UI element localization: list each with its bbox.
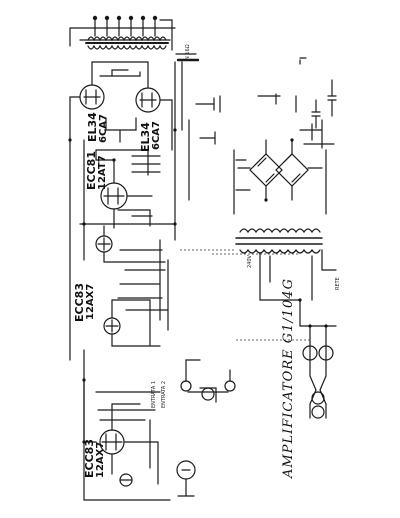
power-right-tube-type: EL34 [139,122,152,152]
input-tube-alt: 12AX7 [95,441,106,478]
input-2-label: ENTRATA 2 [161,380,167,408]
driver-tube-type: ECC81 [85,151,98,190]
driver-tube-alt: 12AT7 [97,155,108,190]
power-transformer [235,228,337,327]
schematic-title: AMPLIFICATORE G1/104G [281,278,296,478]
input-1-label: ENTRATA 1 [151,380,157,408]
power-tube-left [69,61,116,141]
mains-section [299,325,337,419]
driver-tube [95,149,161,229]
power-left-tube-type: EL34 [86,112,99,142]
tone-controls [180,359,236,403]
input-jack [176,460,196,497]
power-left-tube-alt: 6CA7 [98,114,109,143]
power-right-tube-alt: 6CA7 [151,121,162,150]
supply-voltage-label: 240V [247,255,253,268]
mains-label: RETE [335,277,341,290]
output-transformer [69,15,200,62]
mid-tube-alt: 12AX7 [85,283,96,320]
input-tube [83,379,161,487]
mid-tube [95,225,169,347]
speaker-label: N 16Ω [185,44,191,60]
rectifier-bridges [233,139,327,215]
input-tube-type: ECC83 [83,439,96,478]
mid-tube-type: ECC83 [73,283,86,322]
power-tube-right [114,61,173,151]
